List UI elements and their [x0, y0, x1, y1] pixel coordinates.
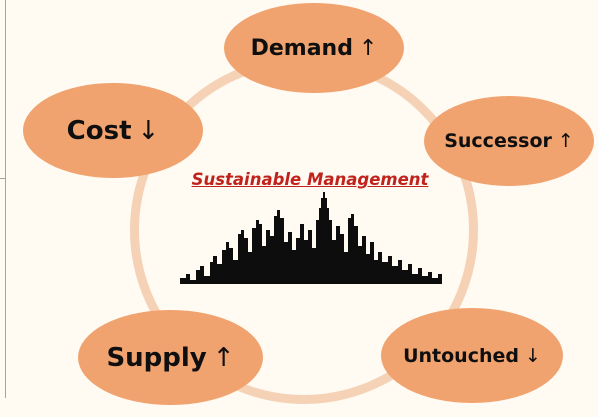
node-demand: Demand ↑: [224, 3, 404, 93]
node-cost: Cost ↓: [23, 83, 203, 178]
node-successor: Successor ↑: [424, 96, 594, 186]
node-cost-label: Cost: [66, 115, 132, 146]
arrow-down-icon: ↓: [137, 115, 160, 146]
arrow-down-icon: ↓: [524, 344, 541, 367]
arrow-up-icon: ↑: [557, 130, 574, 152]
left-divider-tick: [0, 178, 5, 179]
arrow-up-icon: ↑: [358, 35, 378, 61]
node-supply: Supply ↑: [78, 310, 263, 405]
node-successor-label: Successor: [444, 130, 552, 152]
city-skyline-icon: [180, 192, 442, 284]
node-untouched: Untouched ↓: [381, 308, 563, 403]
left-divider: [5, 0, 6, 398]
center-title: Sustainable Management: [191, 170, 429, 189]
arrow-up-icon: ↑: [212, 342, 235, 373]
node-supply-label: Supply: [106, 342, 207, 373]
node-demand-label: Demand: [250, 35, 353, 61]
node-untouched-label: Untouched: [403, 344, 519, 367]
